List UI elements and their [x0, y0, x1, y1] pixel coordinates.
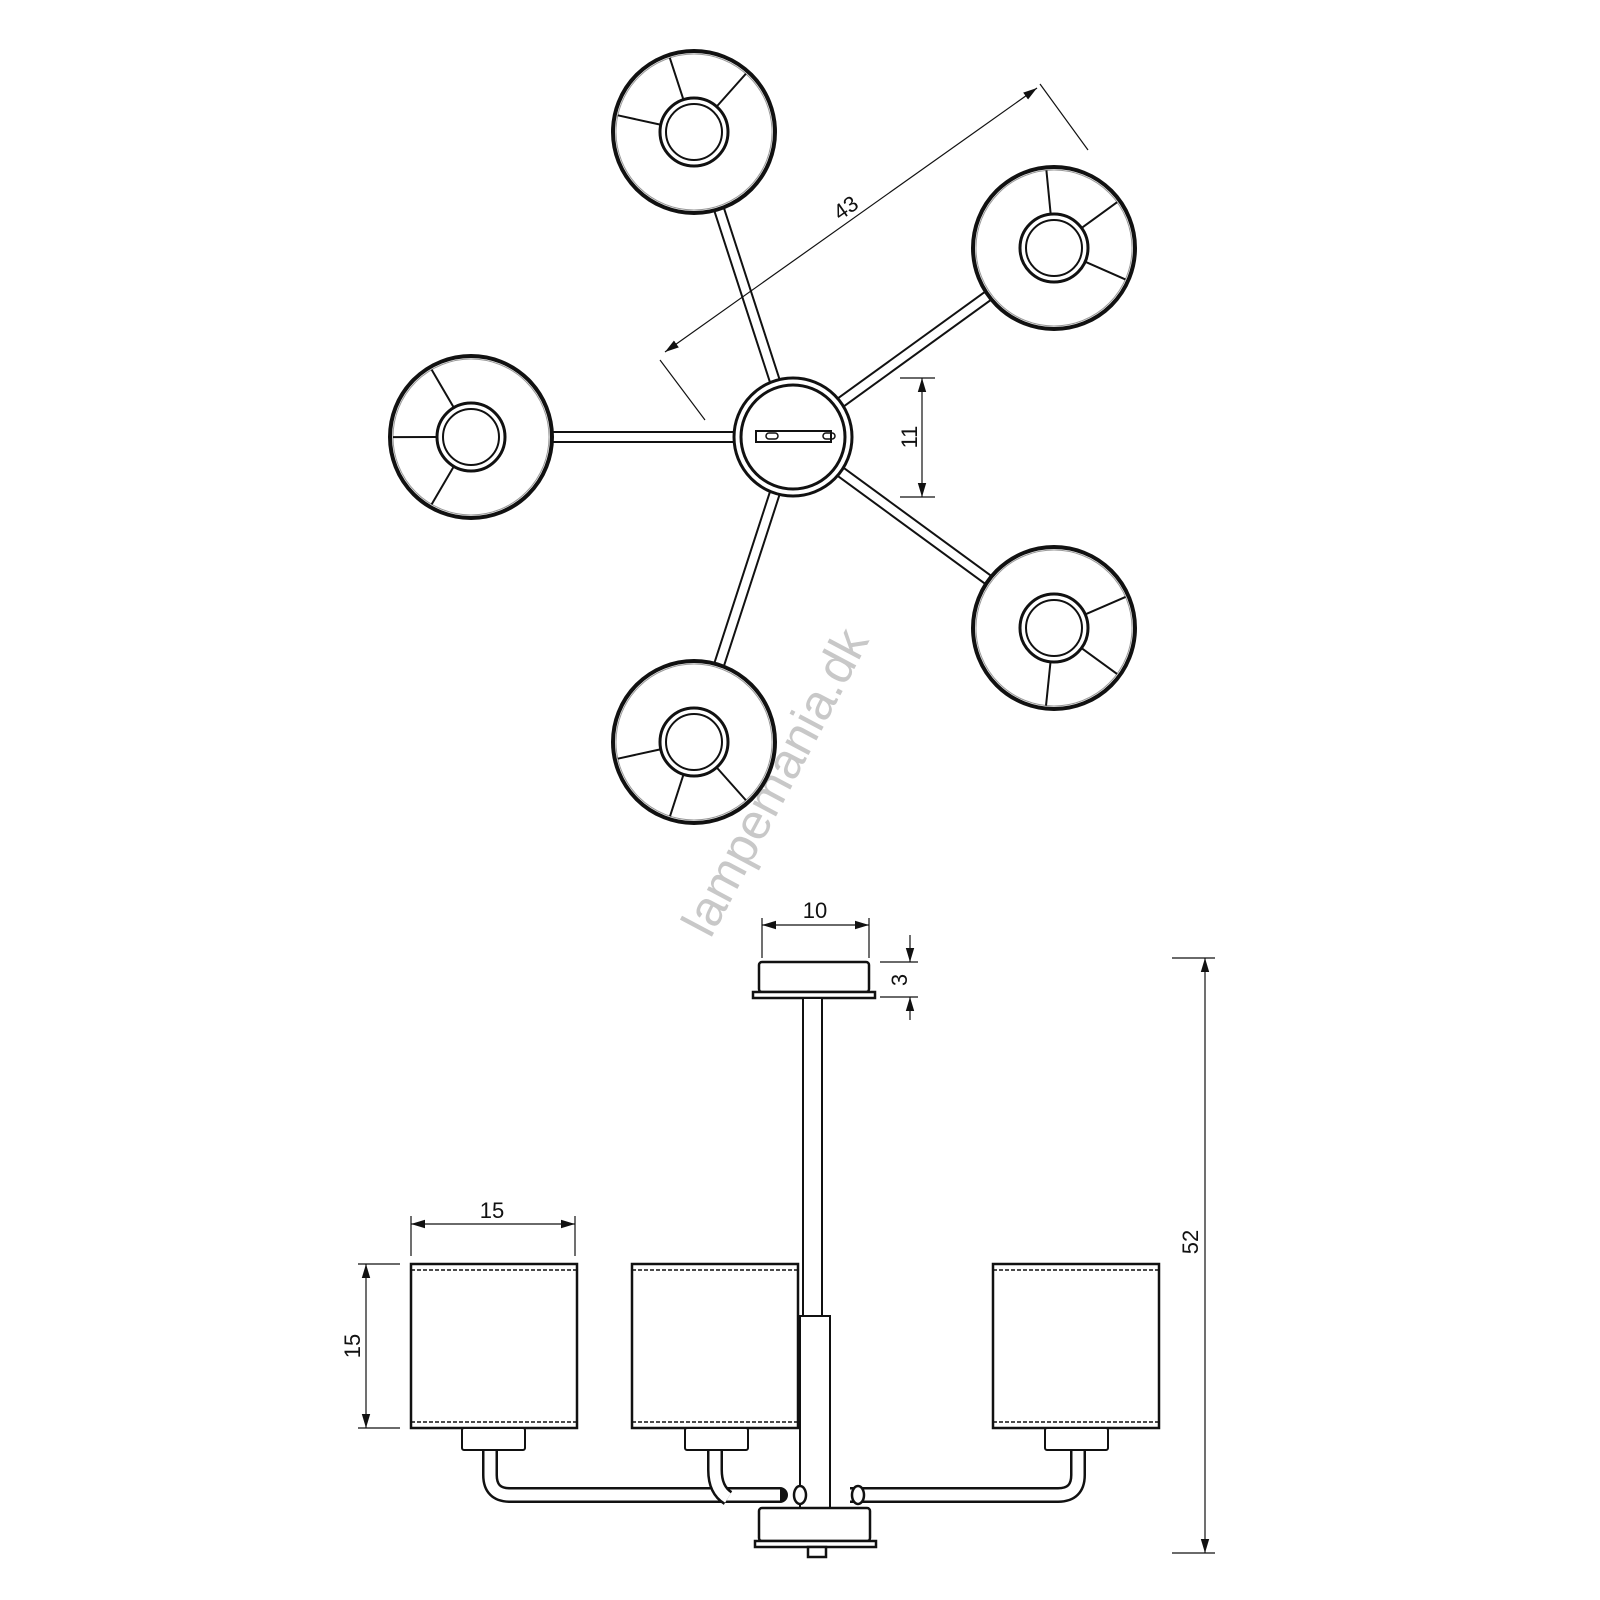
top-view-canopy — [732, 376, 854, 498]
dimension-canopy-height — [880, 935, 918, 1020]
dimension-canopy-diameter — [900, 377, 935, 498]
dimension-total-height-label: 52 — [1178, 1230, 1203, 1254]
top-shade — [611, 659, 777, 825]
dimension-shade-width — [410, 1216, 576, 1256]
dimension-span — [659, 83, 1089, 421]
dimension-canopy-width — [761, 918, 870, 958]
dimension-canopy-diameter-label: 11 — [897, 426, 922, 449]
side-shade-left — [409, 1262, 579, 1451]
top-shade — [388, 354, 554, 520]
dimension-canopy-height-label: 3 — [887, 974, 912, 986]
dimension-canopy-width-label: 10 — [803, 898, 827, 923]
dimension-shade-width-label: 15 — [480, 1198, 504, 1223]
side-view — [409, 960, 1161, 1559]
side-shade-center — [630, 1262, 800, 1451]
dimension-span-label: 43 — [829, 191, 863, 226]
dimension-shade-height-label: 15 — [340, 1334, 365, 1358]
dimension-total-height — [1172, 957, 1215, 1554]
top-shade — [611, 49, 777, 215]
top-shade — [971, 165, 1137, 331]
side-shade-right — [991, 1262, 1161, 1451]
dimension-shade-height — [358, 1263, 400, 1429]
top-shade — [971, 545, 1137, 711]
